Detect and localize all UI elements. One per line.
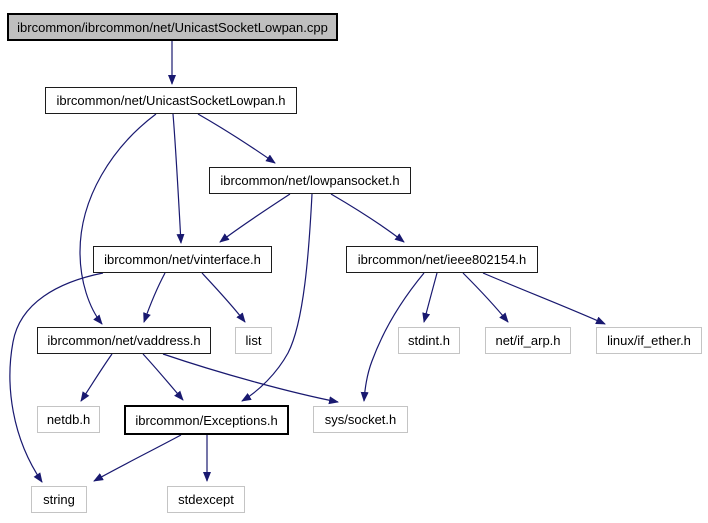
- edge-vaddress_h-to-sys_socket_h: [162, 353, 339, 405]
- node-vaddress_h[interactable]: ibrcommon/net/vaddress.h: [37, 327, 211, 354]
- edge-ieee802154_h-to-if_ether_h: [482, 272, 606, 325]
- edge-exceptions_h-to-string: [93, 434, 182, 482]
- node-vinterface_h[interactable]: ibrcommon/net/vinterface.h: [93, 246, 272, 273]
- edge-lowpansocket_h-to-exceptions_h: [241, 193, 313, 402]
- node-stdint_h: stdint.h: [398, 327, 460, 354]
- edge-lowpansocket_h-to-vinterface_h: [219, 193, 291, 243]
- node-unicast_h[interactable]: ibrcommon/net/UnicastSocketLowpan.h: [45, 87, 297, 114]
- edge-lowpansocket_h-to-ieee802154_h: [330, 193, 405, 243]
- node-netdb_h: netdb.h: [37, 406, 100, 433]
- node-if_ether_h: linux/if_ether.h: [596, 327, 702, 354]
- edge-ieee802154_h-to-sys_socket_h: [360, 272, 425, 402]
- node-ieee802154_h[interactable]: ibrcommon/net/ieee802154.h: [346, 246, 538, 273]
- node-string: string: [31, 486, 87, 513]
- node-sys_socket_h: sys/socket.h: [313, 406, 408, 433]
- node-lowpansocket_h[interactable]: ibrcommon/net/lowpansocket.h: [209, 167, 411, 194]
- node-exceptions_h[interactable]: ibrcommon/Exceptions.h: [124, 405, 289, 435]
- edge-unicast_h-to-lowpansocket_h: [197, 113, 276, 164]
- edge-vinterface_h-to-list: [201, 272, 246, 323]
- edge-vinterface_h-to-vaddress_h: [143, 272, 166, 323]
- edge-ieee802154_h-to-stdint_h: [422, 272, 438, 323]
- edge-unicast_h-to-vinterface_h: [172, 113, 185, 244]
- edge-vaddress_h-to-exceptions_h: [142, 353, 184, 401]
- edge-vinterface_h-to-string: [9, 272, 104, 483]
- node-cpp: ibrcommon/ibrcommon/net/UnicastSocketLow…: [7, 13, 338, 41]
- edge-vaddress_h-to-netdb_h: [80, 353, 113, 402]
- node-if_arp_h: net/if_arp.h: [485, 327, 571, 354]
- node-list: list: [235, 327, 272, 354]
- edge-unicast_h-to-vaddress_h: [79, 113, 157, 325]
- edge-ieee802154_h-to-if_arp_h: [462, 272, 509, 323]
- node-stdexcept: stdexcept: [167, 486, 245, 513]
